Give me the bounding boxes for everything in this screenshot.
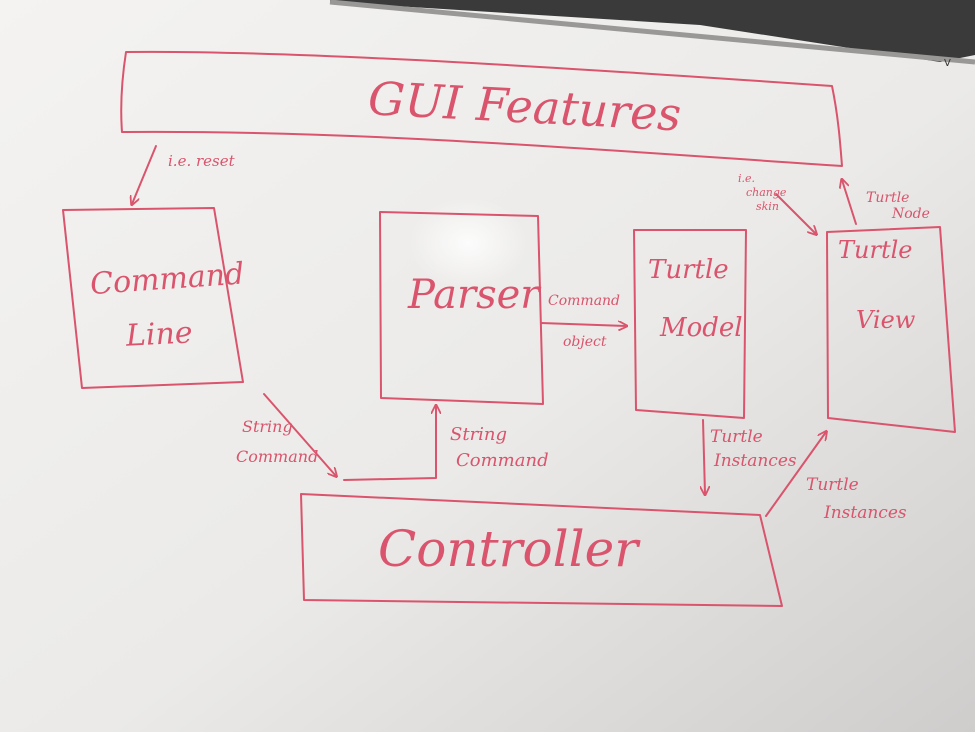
arrow-view-to-gui (842, 180, 857, 225)
command-line-box (62, 207, 244, 389)
turtle-node-label-1: Turtle (866, 190, 909, 206)
string-command-out-label-2: Command (456, 450, 549, 471)
turtle-view-label-2: View (856, 306, 916, 334)
command-object-label-1: Command (548, 293, 620, 309)
turtle-view-label-1: Turtle (838, 236, 912, 264)
turtle-instances-up-label-1: Turtle (806, 475, 859, 495)
turtle-view-box (826, 226, 956, 433)
command-line-label-2: Line (124, 315, 193, 353)
controller-label: Controller (378, 520, 641, 578)
turtle-instances-up-label-2: Instances (823, 503, 907, 523)
arrow-gui-to-command-line (132, 145, 157, 204)
turtle-node-label-2: Node (891, 206, 930, 222)
turtle-instances-down-label-1: Turtle (710, 427, 763, 447)
string-command-in-label-2: Command (236, 447, 318, 466)
command-object-label-2: object (563, 334, 607, 350)
arrow-controller-to-parser (343, 406, 436, 481)
arrow-gui-to-view (775, 193, 816, 234)
change-skin-label-2: change (746, 186, 787, 199)
wall-corner (330, 0, 975, 62)
arrow-controller-to-view (765, 432, 826, 517)
parser-label: Parser (407, 272, 542, 318)
string-command-out-label-1: String (450, 424, 507, 445)
gui-features-box (120, 50, 843, 167)
change-skin-label-1: i.e. (738, 172, 755, 185)
brand-mark: V (944, 58, 951, 69)
turtle-model-label-2: Model (659, 313, 743, 343)
parser-box (379, 211, 544, 405)
controller-box (300, 493, 783, 607)
arrow-parser-to-model (540, 323, 626, 326)
turtle-instances-down-label-2: Instances (713, 451, 797, 471)
reset-note: i.e. reset (168, 152, 236, 170)
string-command-in-label-1: String (242, 417, 293, 436)
whiteboard-frame-top (329, 0, 975, 65)
light-glare (380, 200, 550, 330)
arrow-command-line-to-controller (263, 393, 336, 476)
turtle-model-label-1: Turtle (648, 255, 729, 285)
turtle-model-box (633, 229, 747, 419)
change-skin-label-3: skin (756, 200, 779, 213)
arrow-model-to-controller (703, 419, 705, 494)
